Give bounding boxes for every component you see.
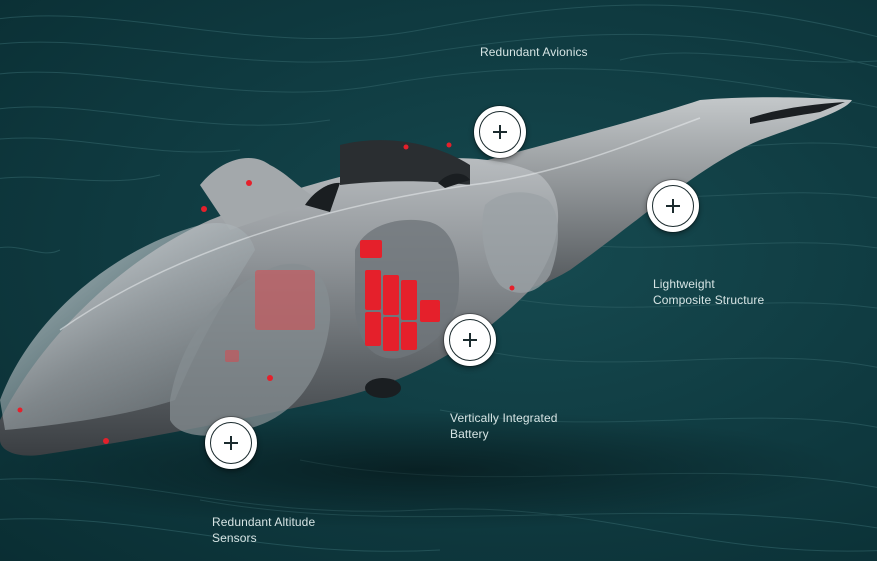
label-line: Composite Structure	[653, 293, 765, 307]
hotspot-avionics-button[interactable]	[474, 106, 526, 158]
hotspot-battery-button[interactable]	[444, 314, 496, 366]
label-redundant-altitude-sensors: Redundant Altitude Sensors	[212, 514, 315, 546]
plus-icon	[224, 436, 238, 450]
label-lightweight-composite-structure: Lightweight Composite Structure	[653, 276, 764, 308]
label-line: Sensors	[212, 531, 257, 545]
plus-icon	[463, 333, 477, 347]
label-line: Redundant Altitude	[212, 515, 316, 529]
label-line: Redundant Avionics	[480, 45, 588, 59]
hotspot-composite-structure-button[interactable]	[647, 180, 699, 232]
label-redundant-avionics: Redundant Avionics	[480, 44, 588, 60]
plus-icon	[493, 125, 507, 139]
plus-icon	[666, 199, 680, 213]
label-line: Vertically Integrated	[450, 411, 558, 425]
label-vertically-integrated-battery: Vertically Integrated Battery	[450, 410, 558, 442]
label-line: Lightweight	[653, 277, 715, 291]
hotspot-altitude-sensors-button[interactable]	[205, 417, 257, 469]
label-line: Battery	[450, 427, 489, 441]
